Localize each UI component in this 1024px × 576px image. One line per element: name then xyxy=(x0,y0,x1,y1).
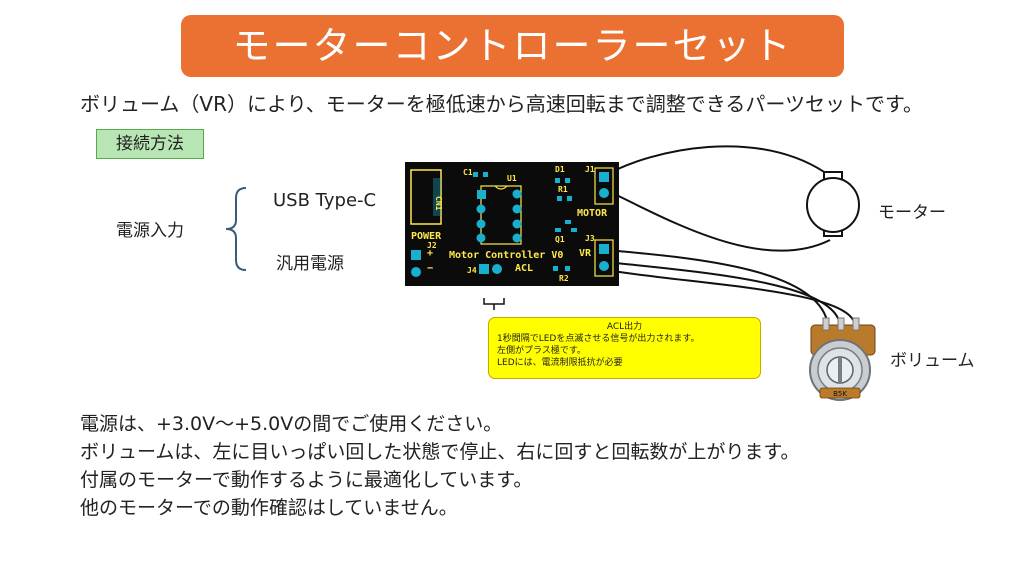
volume-wire-3 xyxy=(605,269,856,326)
pcb-label-power: POWER xyxy=(411,231,442,242)
potentiometer-icon xyxy=(809,317,876,401)
pcb-label-acl: ACL xyxy=(515,263,534,274)
motor-wire-top xyxy=(605,145,831,177)
power-input-label: 電源入力 xyxy=(116,221,184,241)
pcb-label-board-name: Motor Controller V0 xyxy=(449,250,564,261)
pcb-label-c1: C1 xyxy=(463,168,473,177)
motor-label: モーター xyxy=(878,203,946,223)
volume-wire-1 xyxy=(605,249,829,326)
pcb-label-j2: J2 xyxy=(427,241,437,250)
acl-note-line: 左側がプラス極です。 xyxy=(497,346,586,356)
pcb-label-j4: J4 xyxy=(467,266,477,275)
pcb-label-minus: − xyxy=(427,263,434,274)
acl-note-box: ACL出力 1秒間隔でLEDを点滅させる信号が出力されます。 左側がプラス極です… xyxy=(488,317,761,379)
intro-text: ボリューム（VR）により、モーターを極低速から高速回転まで調整できるパーツセット… xyxy=(80,92,923,116)
pcb-label-q1: Q1 xyxy=(555,235,565,244)
acl-note-line: LEDには、電流制限抵抗が必要 xyxy=(497,358,623,368)
pcb-label-motor: MOTOR xyxy=(577,208,608,219)
pcb-label-j3: J3 xyxy=(585,234,595,243)
volume-wire-2 xyxy=(605,261,841,326)
general-power-option: 汎用電源 xyxy=(276,254,344,274)
pcb-label-plus: + xyxy=(427,248,434,259)
motor-wire-bottom xyxy=(605,189,831,252)
brace-icon xyxy=(225,187,247,271)
pcb-label-d1: D1 xyxy=(555,165,565,174)
pcb-label-vr: VR xyxy=(579,248,592,259)
pcb-label-u1: U1 xyxy=(507,174,517,183)
acl-note-line: 1秒間隔でLEDを点滅させる信号が出力されます。 xyxy=(497,334,700,344)
motor-icon xyxy=(806,171,860,237)
pcb-board: C1 U1 D1 J1 R1 CN1 MOTOR POWER J2 Q1 J3 … xyxy=(405,162,619,286)
acl-note-title: ACL出力 xyxy=(606,322,643,332)
potentiometer-marking: B5K xyxy=(833,390,847,398)
page-title: モーターコントローラーセット xyxy=(181,15,844,77)
pcb-label-r1: R1 xyxy=(558,185,568,194)
volume-label: ボリューム xyxy=(890,351,975,371)
note-line: 付属のモーターで動作するように最適化しています。 xyxy=(80,469,533,491)
pcb-label-r2: R2 xyxy=(559,274,569,283)
pcb-label-j1: J1 xyxy=(585,165,595,174)
pcb-label-cn1: CN1 xyxy=(434,196,443,211)
note-line: 他のモーターでの動作確認はしていません。 xyxy=(80,497,458,519)
usage-notes: 電源は、+3.0V〜+5.0Vの間でご使用ください。 ボリュームは、左に目いっぱ… xyxy=(80,410,800,522)
note-line: 電源は、+3.0V〜+5.0Vの間でご使用ください。 xyxy=(80,413,503,435)
note-line: ボリュームは、左に目いっぱい回した状態で停止、右に回すと回転数が上がります。 xyxy=(80,441,800,463)
usb-type-c-option: USB Type-C xyxy=(273,190,377,211)
pcb-traces xyxy=(410,167,614,277)
connection-method-label: 接続方法 xyxy=(96,129,204,159)
acl-bracket-icon xyxy=(483,298,505,310)
